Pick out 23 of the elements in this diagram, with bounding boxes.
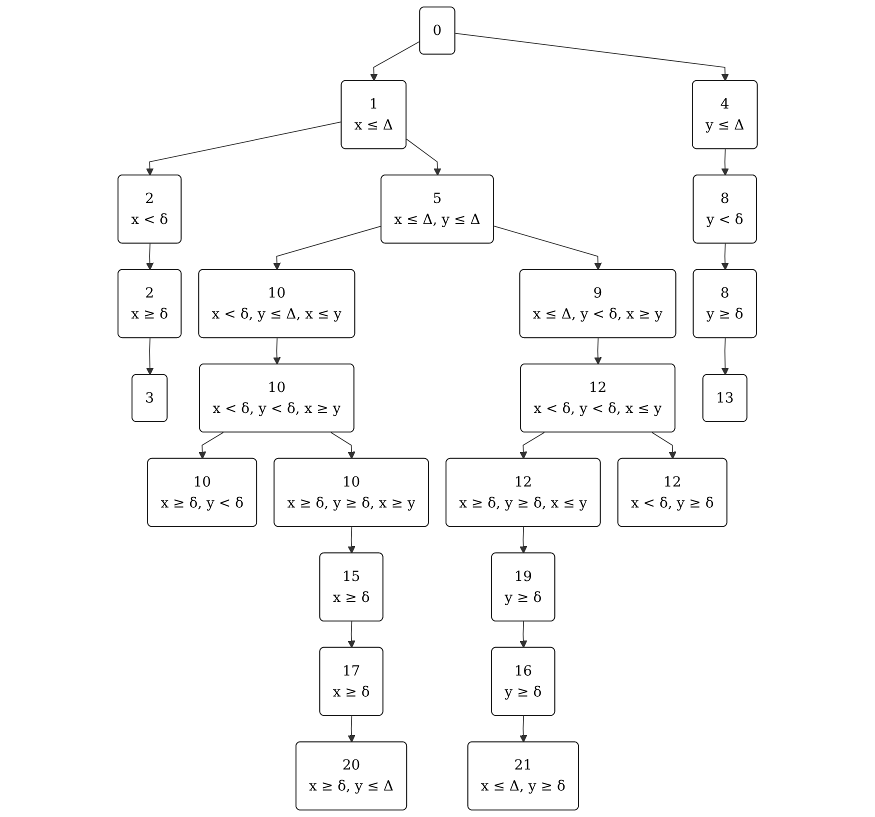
arrow bbox=[146, 338, 154, 376]
arrow bbox=[651, 432, 676, 460]
arrow bbox=[348, 621, 356, 648]
arrow bbox=[721, 338, 729, 376]
arrow bbox=[519, 526, 528, 554]
arrow bbox=[519, 621, 528, 648]
arrow bbox=[198, 432, 224, 460]
arrow bbox=[519, 432, 545, 460]
arrow bbox=[406, 138, 442, 176]
arrow bbox=[454, 32, 729, 82]
arrow bbox=[348, 526, 356, 554]
arrow bbox=[594, 338, 602, 365]
arrow bbox=[721, 148, 729, 176]
arrow bbox=[146, 243, 154, 270]
arrow bbox=[370, 40, 420, 82]
arrow bbox=[146, 121, 342, 176]
arrow bbox=[330, 432, 356, 460]
arrow bbox=[721, 243, 729, 270]
arrow bbox=[519, 716, 528, 743]
arrow bbox=[493, 226, 602, 270]
arrow bbox=[272, 338, 281, 365]
arrow bbox=[272, 226, 382, 270]
arrow bbox=[348, 716, 356, 743]
